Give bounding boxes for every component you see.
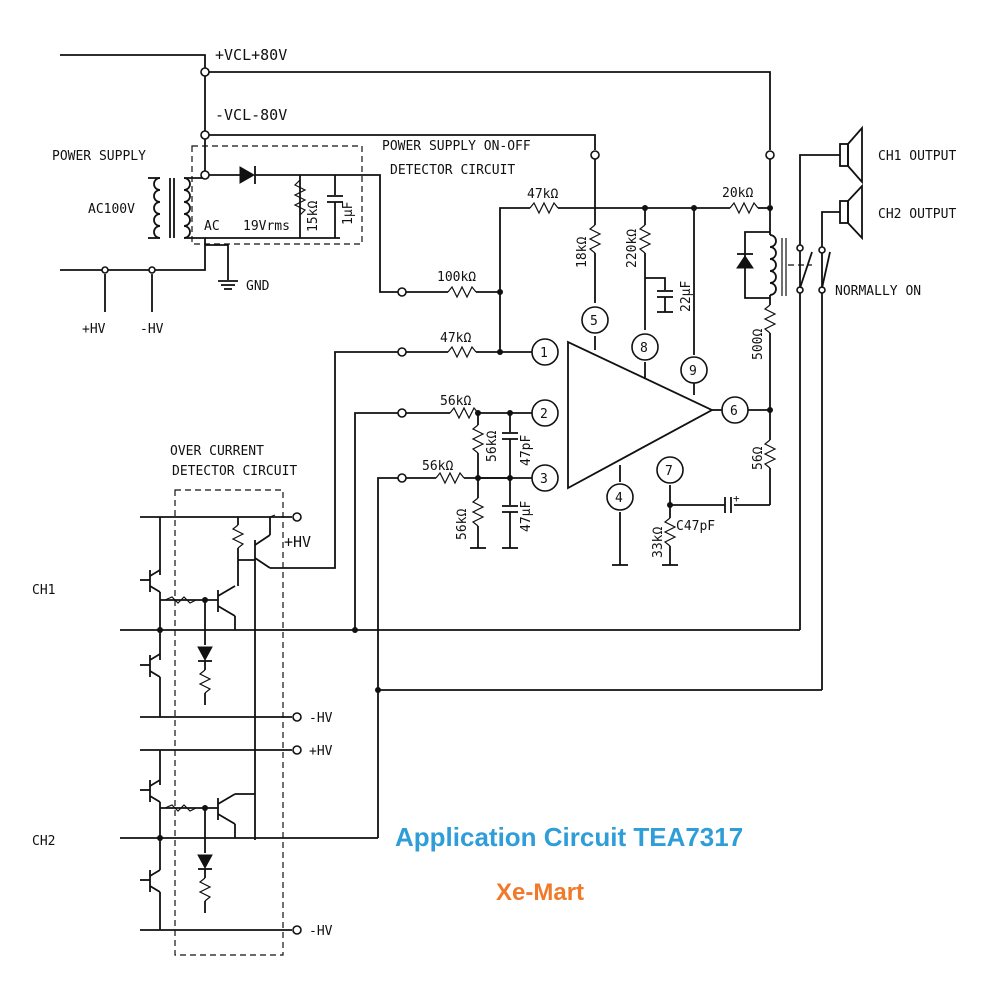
svg-text:2: 2 <box>540 407 548 422</box>
caption-brand: Xe-Mart <box>496 879 584 906</box>
r56k-b-label: 56kΩ <box>485 431 500 462</box>
c47u-label: 47μF <box>519 501 534 532</box>
ic-pins: 1 2 3 4 5 6 7 8 9 <box>531 306 749 511</box>
ch2-output-label: CH2 OUTPUT <box>878 207 956 222</box>
r56k-a-label: 56kΩ <box>440 394 471 409</box>
r15k-label: 15kΩ <box>306 201 321 232</box>
pin-4: 4 <box>606 483 634 511</box>
rail-pos-label: +VCL+80V <box>215 46 287 64</box>
c22u-label: 22μF <box>679 281 694 312</box>
r56k-d-label: 56kΩ <box>455 509 470 540</box>
ac-label: AC <box>204 219 220 234</box>
pin-2: 2 <box>531 399 559 427</box>
c47p-a-label: 47pF <box>519 435 534 466</box>
r18k-label: 18kΩ <box>575 237 590 268</box>
gnd-label: GND <box>246 279 270 294</box>
svg-text:4: 4 <box>615 491 623 506</box>
svg-text:+: + <box>733 492 740 505</box>
output-network: 20kΩ 500Ω 56Ω + C47pF 33kΩ <box>612 125 956 690</box>
ac-input-label: AC100V <box>88 202 135 217</box>
svg-text:6: 6 <box>730 404 738 419</box>
svg-text:7: 7 <box>665 464 673 479</box>
ic-upper-network: 18kΩ 220kΩ 22μF <box>575 205 697 395</box>
oc-ch1-label: CH1 <box>32 583 55 598</box>
pin-1: 1 <box>531 338 559 366</box>
pin-8: 8 <box>631 333 659 361</box>
pin-9: 9 <box>680 356 708 384</box>
oc-hv-pos-a: +HV <box>284 533 311 551</box>
svg-text:1: 1 <box>540 346 548 361</box>
pin-6: 6 <box>721 396 749 424</box>
oc-title-2: DETECTOR CIRCUIT <box>172 464 297 479</box>
caption-title: Application Circuit TEA7317 <box>395 822 743 852</box>
r33k-label: 33kΩ <box>651 527 666 558</box>
over-current-block: OVER CURRENT DETECTOR CIRCUIT +HV -HV +H… <box>32 444 822 956</box>
c047-label: C47pF <box>676 519 715 534</box>
r220k-label: 220kΩ <box>625 229 640 268</box>
r100k-label: 100kΩ <box>437 270 476 285</box>
speaker-ch1-icon <box>839 125 863 185</box>
vrms-label: 19Vrms <box>243 219 290 234</box>
pin-3: 3 <box>531 464 559 492</box>
power-supply-block: POWER SUPPLY AC100V AC 19Vrms 15kΩ <box>52 139 531 337</box>
power-supply-label: POWER SUPPLY <box>52 149 146 164</box>
r47k-in-label: 47kΩ <box>440 331 471 346</box>
transformer-symbol <box>148 177 206 245</box>
r47k-top-label: 47kΩ <box>527 187 558 202</box>
svg-text:9: 9 <box>689 364 697 379</box>
oc-hv-neg-b: -HV <box>309 924 333 939</box>
pin-5: 5 <box>581 306 609 334</box>
normally-on-label: NORMALLY ON <box>835 284 921 299</box>
pin-7: 7 <box>656 456 684 484</box>
svg-text:5: 5 <box>590 314 598 329</box>
amplifier-ic <box>567 340 714 490</box>
rectifier-diode <box>239 166 256 184</box>
rail-neg-label: -VCL-80V <box>215 106 287 124</box>
oc-title-1: OVER CURRENT <box>170 444 264 459</box>
hv-neg-label: -HV <box>140 322 164 337</box>
svg-text:8: 8 <box>640 341 648 356</box>
hv-pos-label: +HV <box>82 322 106 337</box>
onoff-detector-title-2: DETECTOR CIRCUIT <box>390 163 515 178</box>
r56k-c-label: 56kΩ <box>422 459 453 474</box>
onoff-detector-title-1: POWER SUPPLY ON-OFF <box>382 139 531 154</box>
power-rails: +VCL+80V -VCL-80V <box>60 46 775 225</box>
oc-hv-neg-a: -HV <box>309 711 333 726</box>
oc-hv-pos-b: +HV <box>309 744 333 759</box>
ch1-output-label: CH1 OUTPUT <box>878 149 956 164</box>
r20k-label: 20kΩ <box>722 186 753 201</box>
r56-label: 56Ω <box>751 446 766 470</box>
r500-label: 500Ω <box>751 329 766 360</box>
caption: Application Circuit TEA7317 Xe-Mart <box>395 822 743 906</box>
svg-text:3: 3 <box>540 472 548 487</box>
input-network: 47kΩ 100kΩ 47kΩ 56kΩ 56kΩ 47pF <box>334 187 730 690</box>
c1u-label: 1μF <box>341 201 356 225</box>
oc-ch2-label: CH2 <box>32 834 55 849</box>
speaker-ch2-icon <box>839 183 863 241</box>
